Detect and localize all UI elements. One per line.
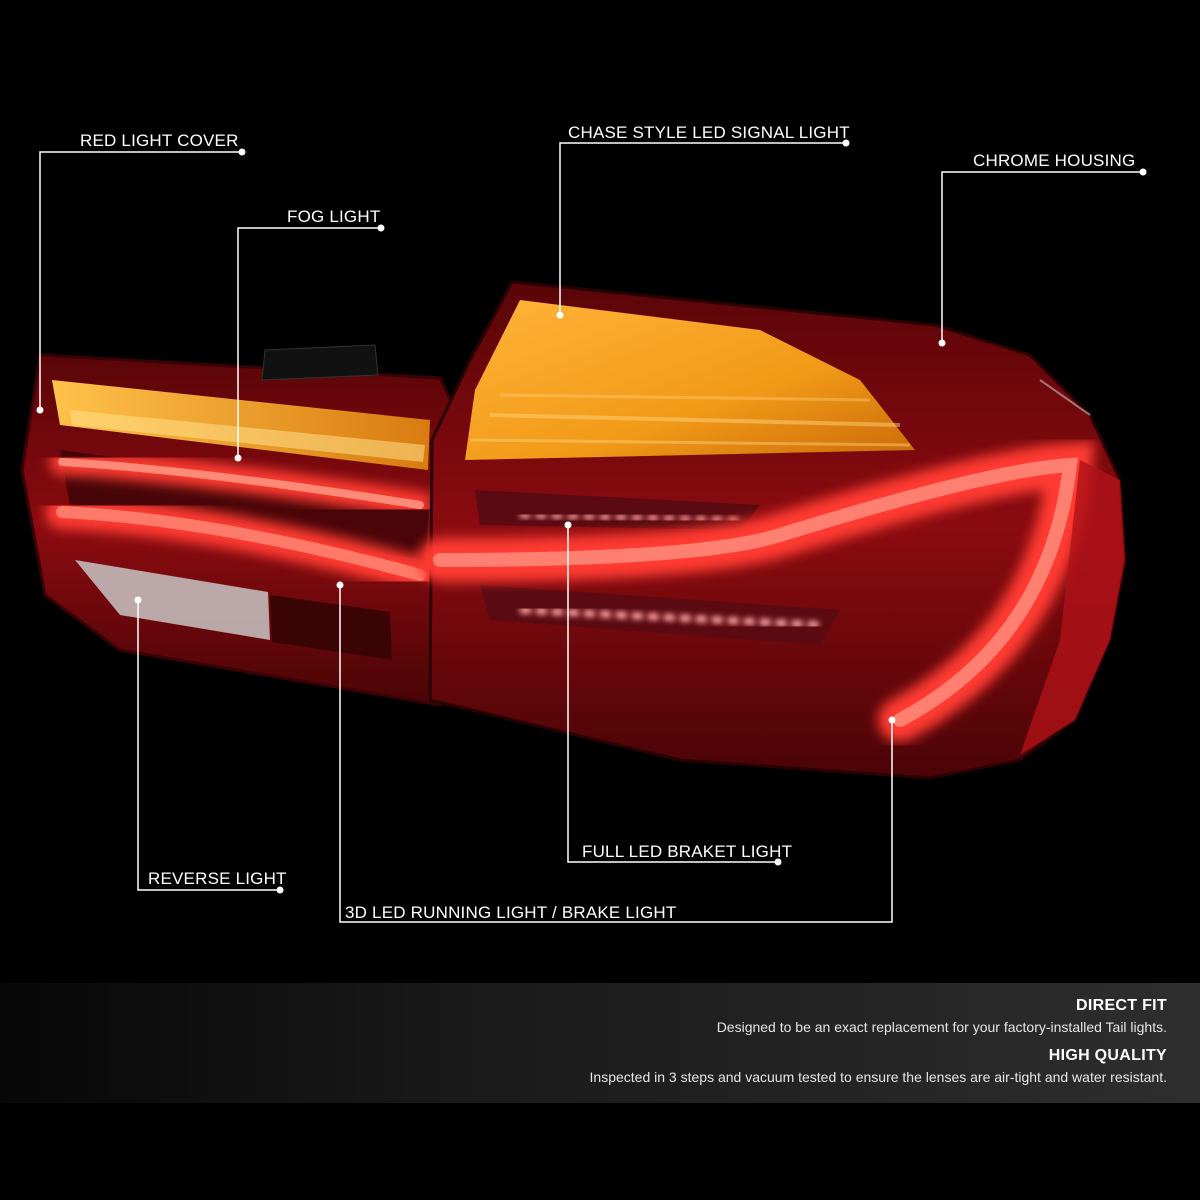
callout-fog-light: FOG LIGHT: [287, 207, 381, 226]
features-panel: DIRECT FIT Designed to be an exact repla…: [0, 983, 1200, 1103]
feature-title: DIRECT FIT: [1076, 997, 1167, 1014]
quarter-tail-light: [418, 280, 1127, 780]
feature-description: Designed to be an exact replacement for …: [716, 1019, 1167, 1035]
feature-high-quality: HIGH QUALITY Inspected in 3 steps and va…: [590, 1047, 1167, 1085]
feature-title: HIGH QUALITY: [1048, 1047, 1167, 1064]
callout-lines: [39, 142, 1143, 923]
callout-dots: [36, 139, 1147, 894]
chase-signal-lens: [465, 300, 915, 460]
callout-chrome-housing: CHROME HOUSING: [973, 151, 1136, 170]
trunk-tail-light: [20, 344, 457, 707]
callout-reverse-light: REVERSE LIGHT: [148, 869, 287, 888]
callout-full-led-brake: FULL LED BRAKET LIGHT: [582, 842, 793, 861]
feature-description: Inspected in 3 steps and vacuum tested t…: [589, 1069, 1167, 1085]
callout-running-brake: 3D LED RUNNING LIGHT / BRAKE LIGHT: [345, 903, 677, 922]
reverse-light-lens: [75, 560, 270, 640]
feature-direct-fit: DIRECT FIT Designed to be an exact repla…: [717, 997, 1167, 1035]
callout-chase-signal: CHASE STYLE LED SIGNAL LIGHT: [568, 123, 850, 142]
callout-red-light-cover: RED LIGHT COVER: [80, 131, 239, 150]
